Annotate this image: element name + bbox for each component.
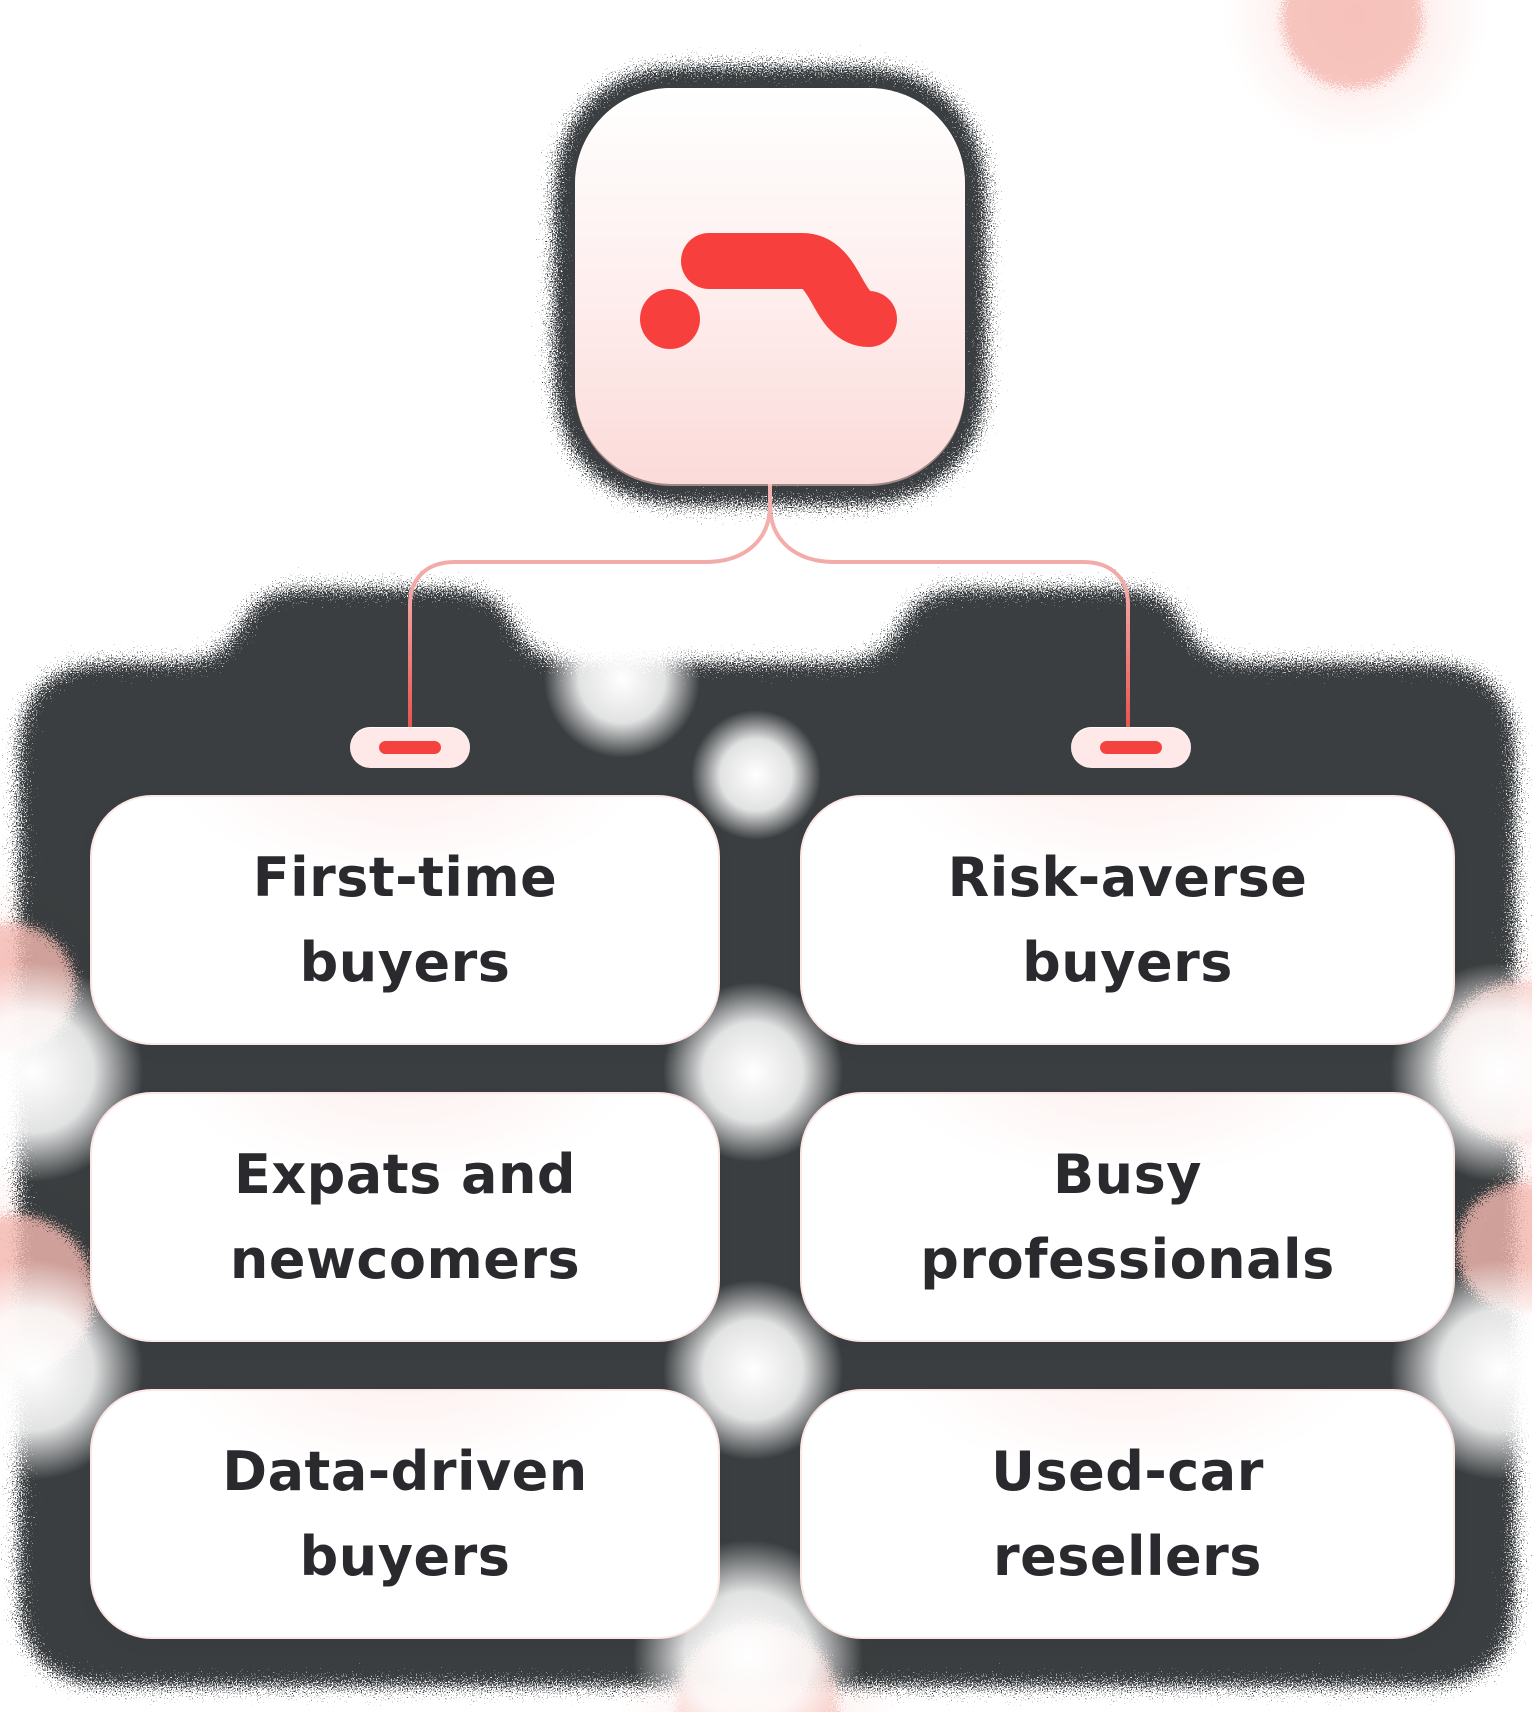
node-label: Data-driven buyers [222,1439,588,1588]
node-card-data-driven-buyers[interactable]: Data-driven buyers [90,1389,720,1639]
collapse-pill-right[interactable] [1071,727,1191,768]
node-card-busy-professionals[interactable]: Busy professionals [800,1092,1455,1342]
connector-left [408,450,772,734]
node-card-expats-and-newcomers[interactable]: Expats and newcomers [90,1092,720,1342]
node-label: Busy professionals [920,1142,1335,1291]
root-node[interactable] [575,88,965,484]
connector-right [768,450,1130,734]
route-logo-icon [640,233,897,349]
minus-icon [379,741,441,754]
node-label: Expats and newcomers [229,1142,581,1291]
node-card-risk-averse-buyers[interactable]: Risk-averse buyers [800,795,1455,1045]
node-card-used-car-resellers[interactable]: Used-car resellers [800,1389,1455,1639]
node-label: Used-car resellers [991,1439,1264,1588]
node-card-first-time-buyers[interactable]: First-time buyers [90,795,720,1045]
connector-lines [408,450,1130,734]
node-label: Risk-averse buyers [947,845,1308,994]
node-card-grid: First-time buyers Risk-averse buyers Exp… [90,795,1455,1639]
minus-icon [1100,741,1162,754]
collapse-pill-left[interactable] [350,727,470,768]
node-label: First-time buyers [252,845,558,994]
